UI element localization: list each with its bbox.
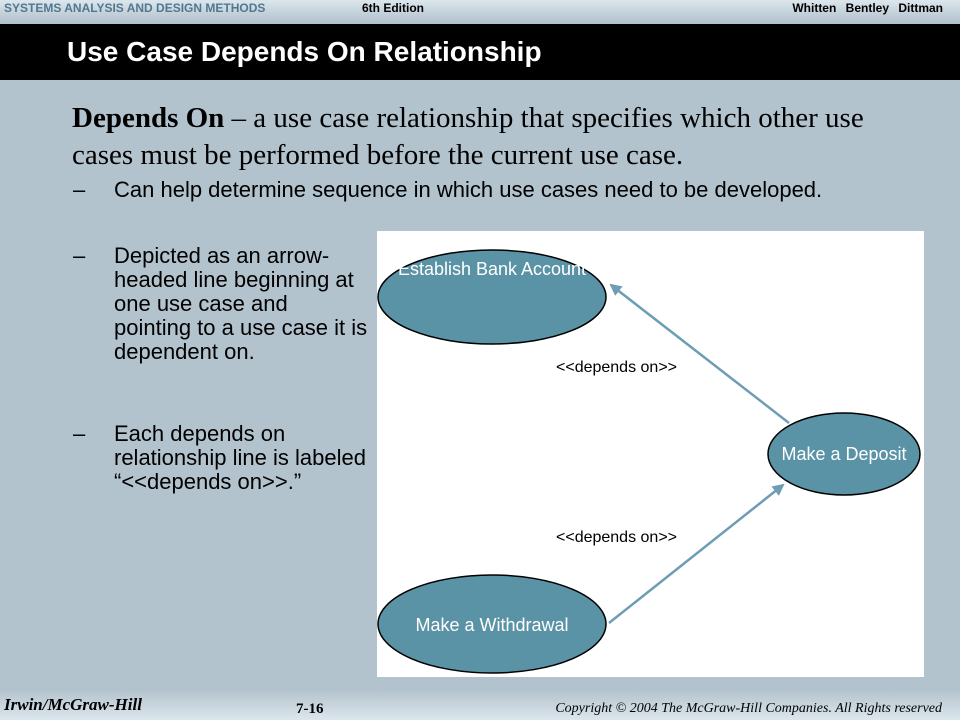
slide-title: Use Case Depends On Relationship [67, 36, 542, 67]
use-case-label-deposit: Make a Deposit [781, 444, 907, 464]
authors-label: Whitten Bentley Dittman [792, 1, 943, 15]
depends-on-label: <<depends on>> [556, 529, 678, 546]
use-case-label-withdrawal: Make a Withdrawal [415, 615, 569, 635]
definition-text: – a use case relationship that specifies… [72, 102, 864, 171]
depends-arrow-withdrawal-to-deposit [608, 483, 785, 624]
copyright-notice: Copyright © 2004 The McGraw-Hill Compani… [555, 701, 942, 716]
use-case-establish-bank-account [377, 249, 607, 345]
top-banner [0, 0, 960, 22]
diagram-canvas [377, 249, 921, 674]
bullet-dash: – [73, 243, 86, 268]
use-case-make-deposit [767, 412, 921, 496]
course-title: SYSTEMS ANALYSIS AND DESIGN METHODS [4, 1, 266, 15]
bullet-text: Each depends on relationship line is lab… [114, 421, 366, 494]
publisher-label: Irwin/McGraw-Hill [4, 695, 142, 714]
footer-bar [0, 690, 960, 720]
page-number: 7-16 [296, 701, 324, 717]
edition-label: 6th Edition [362, 1, 424, 15]
definition-term: Depends On [72, 102, 225, 134]
use-case-diagram: Establish Bank Account Make a Deposit Ma… [377, 231, 924, 677]
bullet-text: Depicted as an arrow-headed line beginni… [114, 243, 368, 364]
use-case-label-establish: Establish Bank Account [397, 259, 587, 279]
depends-on-label: <<depends on>> [556, 359, 678, 376]
use-case-make-withdrawal [377, 574, 607, 674]
title-bar [0, 24, 960, 80]
definition: Depends On – a use case relationship tha… [72, 100, 912, 174]
bullet-text: Can help determine sequence in which use… [114, 177, 823, 202]
depends-arrow-deposit-to-establish [609, 283, 790, 424]
bullet-dash: – [73, 421, 86, 446]
bullet-dash: – [73, 177, 86, 202]
